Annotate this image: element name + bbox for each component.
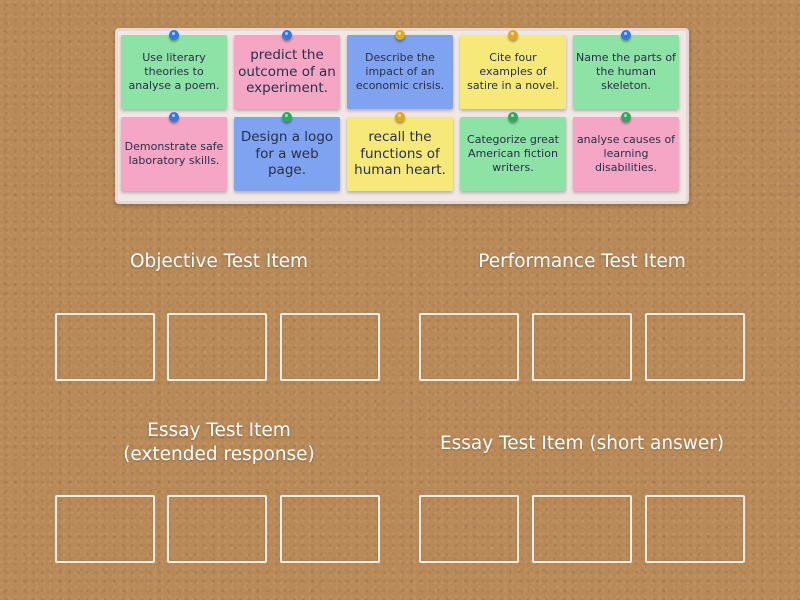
card-fiction-writers[interactable]: Categorize great American fiction writer… — [460, 112, 566, 191]
card-learning-disabilities[interactable]: analyse causes of learning disabilities. — [573, 112, 679, 191]
card-laboratory-skills[interactable]: Demonstrate safe laboratory skills. — [121, 112, 227, 191]
card-human-heart[interactable]: recall the functions of human heart. — [347, 112, 453, 191]
pushpin-icon — [395, 112, 405, 122]
pushpin-icon — [395, 30, 405, 40]
card-label: Categorize great American fiction writer… — [467, 133, 559, 174]
drop-slot-objective-1[interactable] — [55, 313, 155, 381]
card-label: Demonstrate safe laboratory skills. — [124, 140, 224, 167]
card-literary-theories[interactable]: Use literary theories to analyse a poem. — [121, 30, 227, 109]
drop-slot-performance-1[interactable] — [419, 313, 519, 381]
drop-slot-essay-extended-2[interactable] — [167, 495, 267, 563]
drop-slot-essay-short-3[interactable] — [645, 495, 745, 563]
pushpin-icon — [282, 112, 292, 122]
category-title-line: Essay Test Item — [147, 420, 291, 441]
category-title-objective: Objective Test Item — [129, 251, 309, 272]
pushpin-icon — [169, 30, 179, 40]
pushpin-icon — [169, 112, 179, 122]
card-satire-examples[interactable]: Cite four examples of satire in a novel. — [460, 30, 566, 109]
card-label: analyse causes of learning disabilities. — [576, 133, 676, 174]
card-economic-crisis[interactable]: Describe the impact of an economic crisi… — [347, 30, 453, 109]
drop-slot-essay-short-2[interactable] — [532, 495, 632, 563]
pushpin-icon — [282, 30, 292, 40]
drop-slot-performance-2[interactable] — [532, 313, 632, 381]
card-label: recall the functions of human heart. — [354, 128, 446, 179]
card-predict-outcome[interactable]: predict the outcome of an experiment. — [234, 30, 340, 109]
pushpin-icon — [621, 112, 631, 122]
drop-slot-performance-3[interactable] — [645, 313, 745, 381]
card-label: Design a logo for a web page. — [240, 128, 334, 179]
category-title-performance: Performance Test Item — [478, 251, 686, 272]
drop-slot-objective-2[interactable] — [167, 313, 267, 381]
pushpin-icon — [508, 112, 518, 122]
drop-slot-essay-extended-3[interactable] — [280, 495, 380, 563]
card-human-skeleton[interactable]: Name the parts of the human skeleton. — [573, 30, 679, 109]
category-title-essay-short: Essay Test Item (short answer) — [439, 433, 725, 454]
drop-slot-essay-extended-1[interactable] — [55, 495, 155, 563]
card-label: Name the parts of the human skeleton. — [576, 51, 676, 92]
pushpin-icon — [508, 30, 518, 40]
card-label: Use literary theories to analyse a poem. — [128, 51, 220, 92]
card-label: Cite four examples of satire in a novel. — [467, 51, 559, 92]
card-label: predict the outcome of an experiment. — [238, 46, 336, 97]
card-design-logo[interactable]: Design a logo for a web page. — [234, 112, 340, 191]
drop-slot-essay-short-1[interactable] — [419, 495, 519, 563]
category-title-essay-extended: Essay Test Item (extended response) — [55, 419, 383, 467]
card-label: Describe the impact of an economic crisi… — [355, 51, 445, 92]
category-title-line: (extended response) — [123, 444, 315, 466]
pushpin-icon — [621, 30, 631, 40]
drop-slot-objective-3[interactable] — [280, 313, 380, 381]
